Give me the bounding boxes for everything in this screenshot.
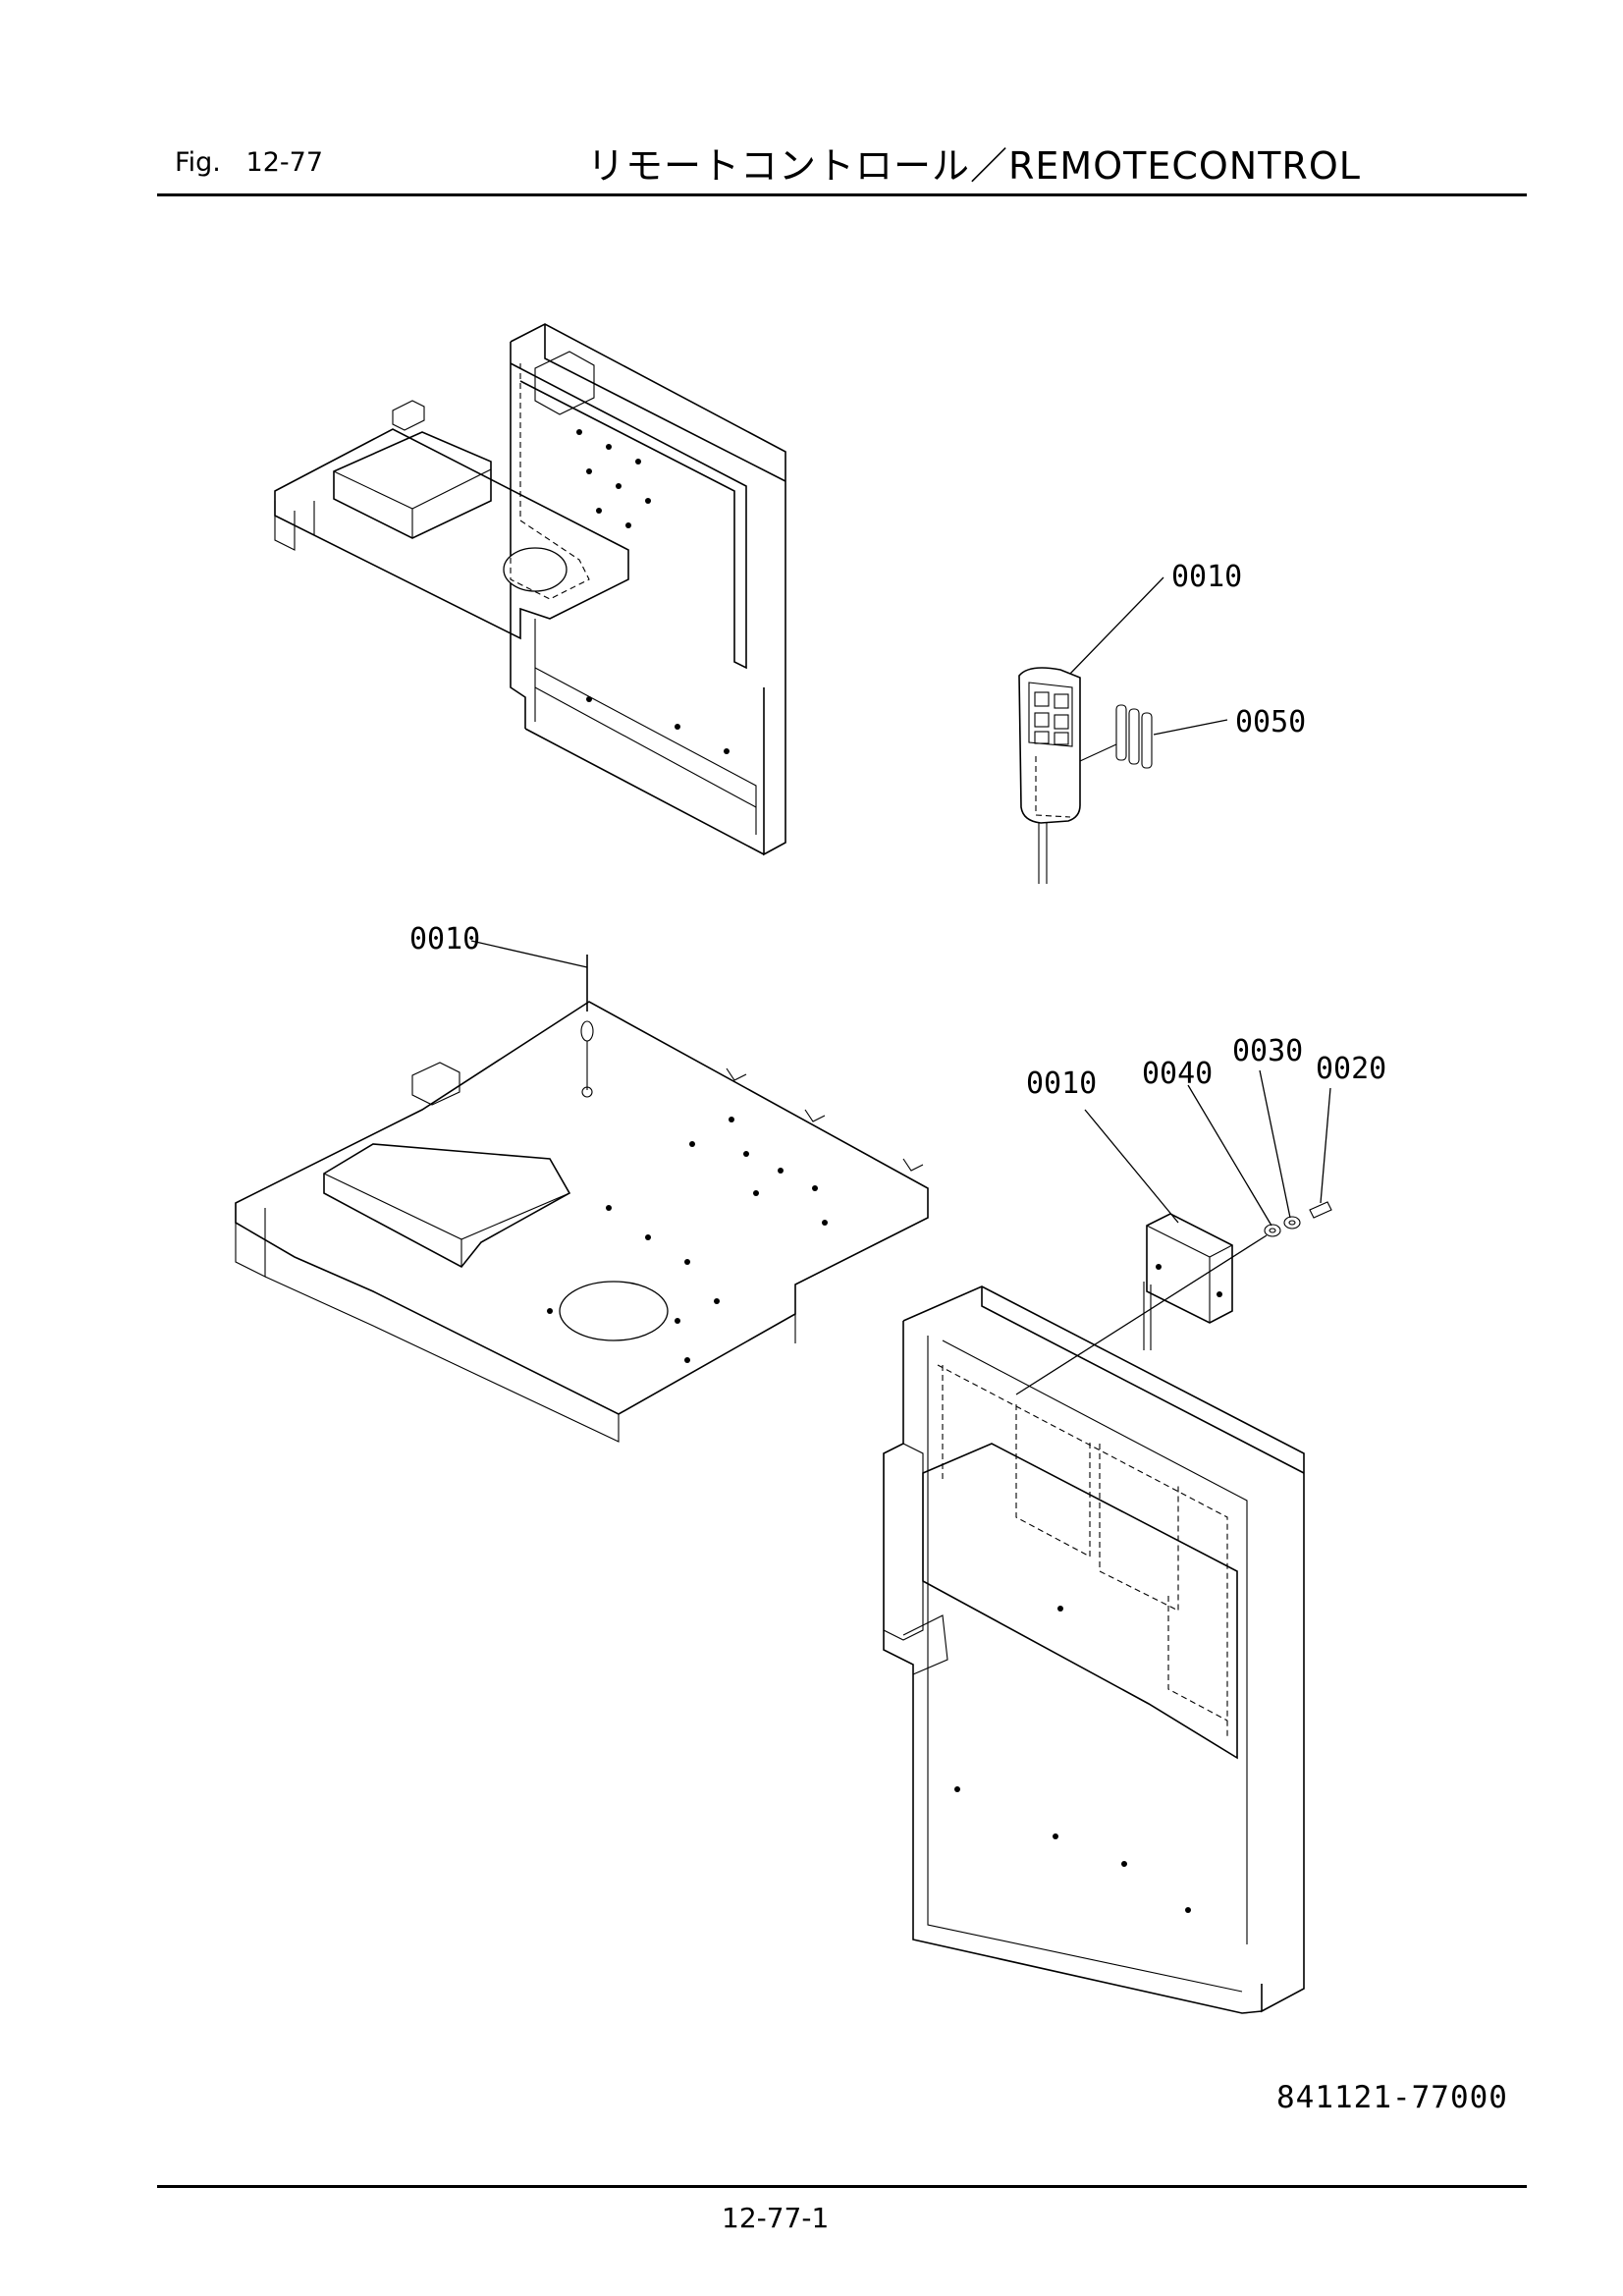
cab-frame-assembly [883,1285,1305,2014]
floor-panel-assembly [235,955,929,1443]
battery-set [1079,704,1153,769]
cab-assembly-top [274,323,786,856]
leader-lines [470,576,1331,1395]
remote-handset [1018,667,1081,884]
washer-nut-bolt [1264,1201,1332,1237]
callout-0010-receiver: 0010 [1026,1066,1097,1101]
drawing-number: 841121-77000 [1276,2080,1508,2115]
page-title: リモートコントロール／REMOTECONTROL [587,144,1361,188]
page-number: 12-77-1 [722,2202,830,2234]
callout-0020: 0020 [1316,1052,1386,1086]
callout-0030: 0030 [1232,1034,1303,1068]
callout-0010-remote: 0010 [1171,560,1242,594]
footer-rule [157,2185,1527,2188]
figure-prefix: Fig. [175,147,221,178]
callout-0040: 0040 [1142,1057,1213,1091]
figure-number: 12-77 [245,147,324,178]
receiver-unit [1143,1213,1233,1350]
figure-label: Fig. 12-77 [175,147,323,178]
callout-0050-battery: 0050 [1235,705,1306,739]
header-rule [157,193,1527,196]
callout-labels: 0010 0050 0010 0010 0040 0030 0020 [409,560,1386,1101]
callout-0010-antenna: 0010 [409,922,480,957]
